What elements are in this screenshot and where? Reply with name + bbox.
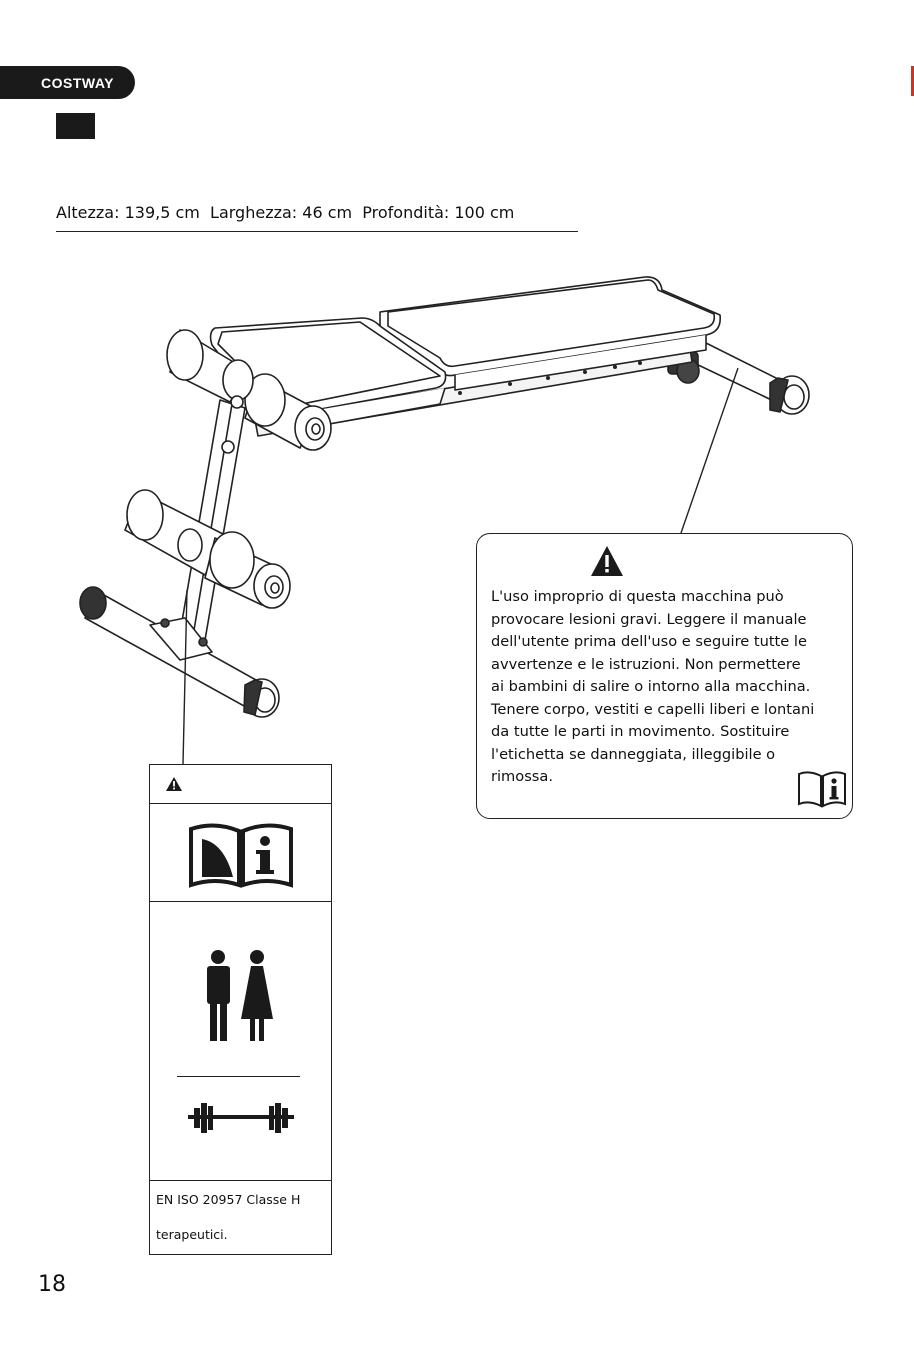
brand-tab: COSTWAY [0,66,135,99]
warning-line: l'etichetta se danneggiata, illeggibile … [491,745,776,763]
warning-triangle-icon [166,777,182,791]
label-standard-text: EN ISO 20957 Classe H [156,1192,301,1207]
warning-line: da tutte le parti in movimento. Sostitui… [491,723,790,740]
warning-callout: L'uso improprio di questa macchina può p… [476,533,853,819]
end-cap-back [769,377,789,413]
barbell-icon [188,1103,294,1133]
warning-line: dell'utente prima dell'uso e seguire tut… [491,633,807,650]
warning-line: ai bambini di salire o intorno alla macc… [491,678,811,695]
safety-label-panel: EN ISO 20957 Classe H terapeutici. [149,764,332,1255]
label-header [150,765,331,804]
page-number: 18 [38,1272,66,1297]
warning-line: Tenere corpo, vestiti e capelli liberi e… [491,700,815,718]
warning-line: L'uso improprio di questa macchina può [491,588,784,605]
section-marker [56,113,95,139]
warning-text: L'uso improprio di questa macchina può p… [491,586,846,789]
brand-logo-text: COSTWAY [41,74,114,91]
read-manual-icon [798,771,846,808]
label-footnote-text: terapeutici. [156,1227,228,1242]
label-user-section [150,902,331,1181]
label-manual-section [150,803,331,902]
warning-triangle-icon [591,546,623,576]
person-pair-icon [207,950,273,1041]
label-divider [177,1076,300,1077]
warning-line: rimossa. [491,768,553,785]
read-manual-icon [189,823,293,888]
dimensions-text: Altezza: 139,5 cm Larghezza: 46 cm Profo… [56,203,515,222]
edge-mark [911,66,914,96]
warning-line: provocare lesioni gravi. Leggere il manu… [491,610,807,628]
dimensions-underline [56,231,578,232]
warning-line: avvertenze e le istruzioni. Non permette… [491,655,801,673]
